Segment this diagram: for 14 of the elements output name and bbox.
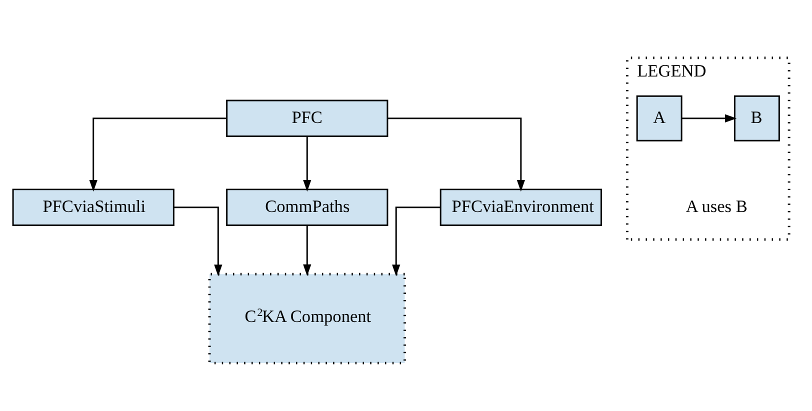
node-box: PFCviaEnvironment	[440, 188, 602, 226]
arrow	[388, 118, 525, 192]
node-box: CommPaths	[226, 188, 388, 226]
node-box: PFCviaStimuli	[12, 188, 174, 226]
node-box: A	[636, 95, 682, 142]
arrow	[303, 226, 312, 276]
arrow	[89, 118, 226, 192]
arrow	[303, 136, 312, 192]
arrow	[682, 114, 737, 122]
node-box: B	[734, 95, 780, 142]
arrow	[392, 206, 440, 276]
arrow	[174, 206, 222, 276]
node-box: C$^{2}$KA Component	[208, 272, 406, 364]
node-box: PFC	[226, 100, 388, 138]
